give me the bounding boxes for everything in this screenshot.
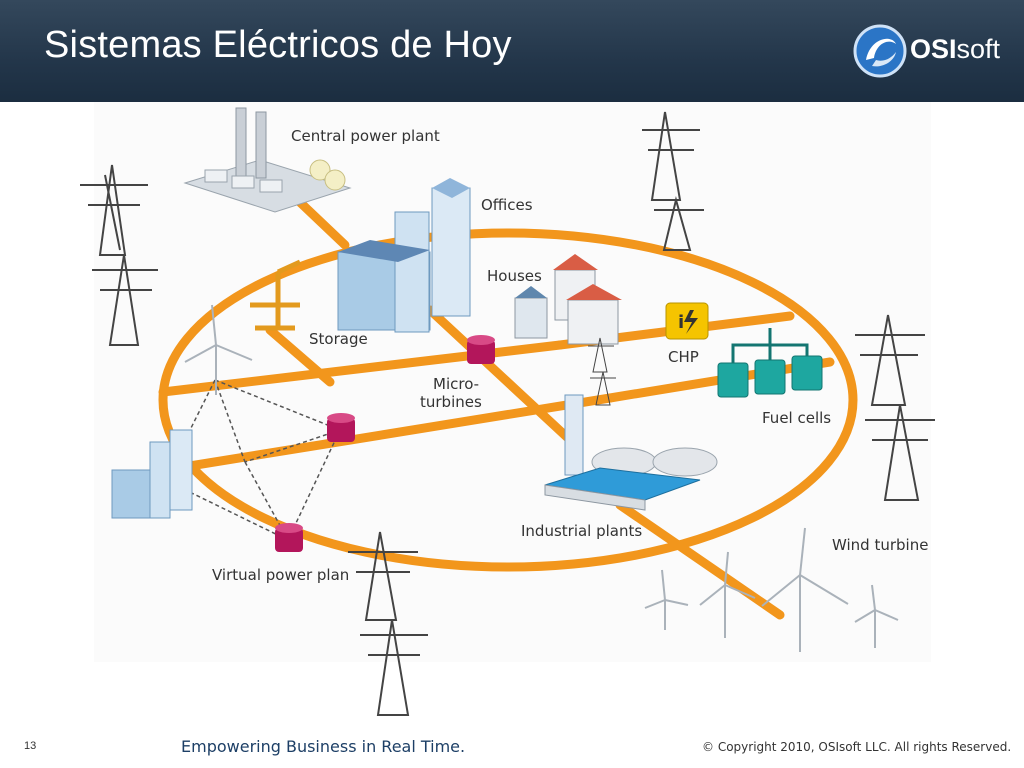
transmission-tower-icon <box>80 164 158 346</box>
osisoft-swirl-icon <box>853 24 907 78</box>
chp-illustration: i <box>665 302 709 340</box>
label-wind-turbines: Wind turbine <box>832 536 928 554</box>
label-fuel-cells: Fuel cells <box>762 409 831 427</box>
houses-illustration <box>514 254 622 345</box>
grid-ring <box>158 228 858 572</box>
svg-text:i: i <box>678 312 684 333</box>
footer-copyright: © Copyright 2010, OSIsoft LLC. All right… <box>702 740 1012 754</box>
offices-illustration <box>337 178 471 333</box>
transmission-tower-icon <box>348 531 428 716</box>
transmission-tower-icons <box>80 111 935 716</box>
label-industrial-plants: Industrial plants <box>521 522 642 540</box>
transmission-tower-icon <box>588 337 616 406</box>
label-micro-turbines-line1: Micro- <box>433 375 479 393</box>
page-number: 13 <box>24 740 37 752</box>
smart-grid-diagram: i <box>80 102 935 716</box>
central-power-plant-illustration <box>183 107 352 213</box>
small-wind-turbine-illustration <box>184 304 253 395</box>
label-storage: Storage <box>309 330 368 348</box>
osisoft-wordmark: OSIsoft <box>910 34 1001 64</box>
label-houses: Houses <box>487 267 542 285</box>
slide-header: Sistemas Eléctricos de Hoy OSIsoft <box>0 0 1024 102</box>
label-micro-turbines-line2: turbines <box>420 393 482 411</box>
industrial-plant-illustration <box>544 394 718 511</box>
slide-title: Sistemas Eléctricos de Hoy <box>44 24 512 66</box>
osisoft-logo: OSIsoft <box>852 22 1012 80</box>
micro-turbine-illustrations <box>275 335 495 552</box>
wind-turbines-illustration <box>644 527 899 652</box>
transmission-tower-icon <box>855 314 935 501</box>
footer-tagline: Empowering Business in Real Time. <box>181 737 466 756</box>
fuel-cells-illustration <box>717 328 823 398</box>
label-central-power-plant: Central power plant <box>291 127 440 145</box>
label-chp: CHP <box>668 348 699 366</box>
transmission-tower-icon <box>642 111 704 251</box>
label-offices: Offices <box>481 196 533 214</box>
virtual-plant-buildings-illustration <box>111 429 193 519</box>
label-virtual-power-plant: Virtual power plan <box>212 566 349 584</box>
storage-illustration <box>250 259 302 331</box>
